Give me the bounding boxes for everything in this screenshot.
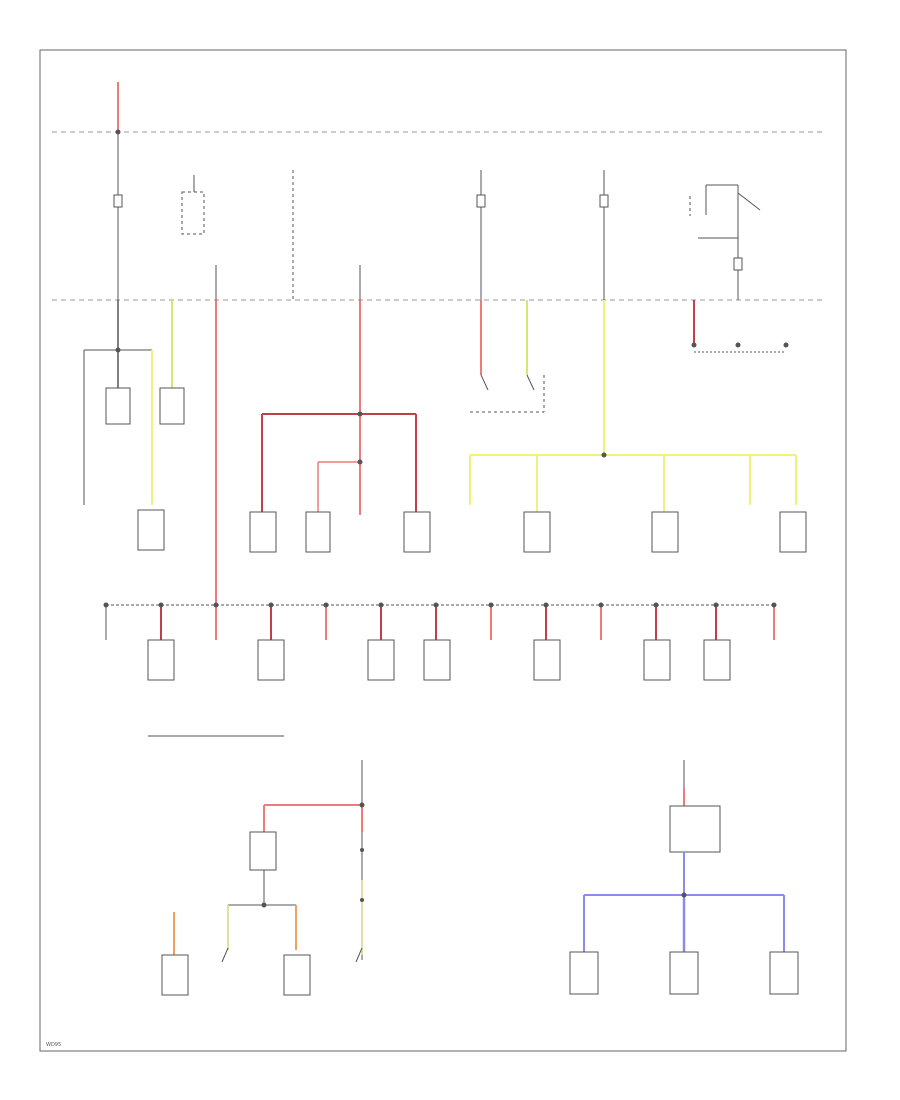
lower-bus-drops xyxy=(105,605,775,640)
component-box xyxy=(703,639,731,681)
bottom-right-components xyxy=(569,951,799,995)
bottom-left-components xyxy=(161,831,311,996)
component-box xyxy=(367,639,395,681)
component-box xyxy=(249,831,277,871)
splice-dots-middle xyxy=(115,342,789,465)
fuse-section xyxy=(113,82,761,300)
component-box xyxy=(423,639,451,681)
splice-dot xyxy=(681,892,687,898)
component-box xyxy=(533,639,561,681)
diagram-border xyxy=(39,49,847,1052)
component-box xyxy=(137,509,165,551)
component-box xyxy=(769,951,799,995)
component-box xyxy=(305,511,331,553)
component-box xyxy=(651,511,679,553)
middle-wiring xyxy=(83,300,797,605)
lower-bus-components xyxy=(147,639,731,681)
switch-symbol xyxy=(221,947,229,963)
component-box xyxy=(257,639,285,681)
bottom-left-splices xyxy=(261,802,365,908)
component-box xyxy=(161,954,189,996)
component-box xyxy=(105,387,131,425)
component-box xyxy=(147,639,175,681)
lower-bus-splices xyxy=(103,602,777,608)
splice-dot xyxy=(115,129,121,135)
middle-components xyxy=(105,387,807,553)
component-box xyxy=(523,511,551,553)
component-box xyxy=(643,639,671,681)
component-box xyxy=(669,951,699,995)
bottom-right-circuit xyxy=(583,760,785,952)
component-box xyxy=(403,511,431,553)
component-box xyxy=(779,511,807,553)
component-box xyxy=(159,387,185,425)
component-box xyxy=(283,954,311,996)
component-box xyxy=(249,511,277,553)
switch-symbol xyxy=(355,947,363,963)
component-box xyxy=(569,951,599,995)
footer-reference: WD95 xyxy=(46,1042,61,1048)
